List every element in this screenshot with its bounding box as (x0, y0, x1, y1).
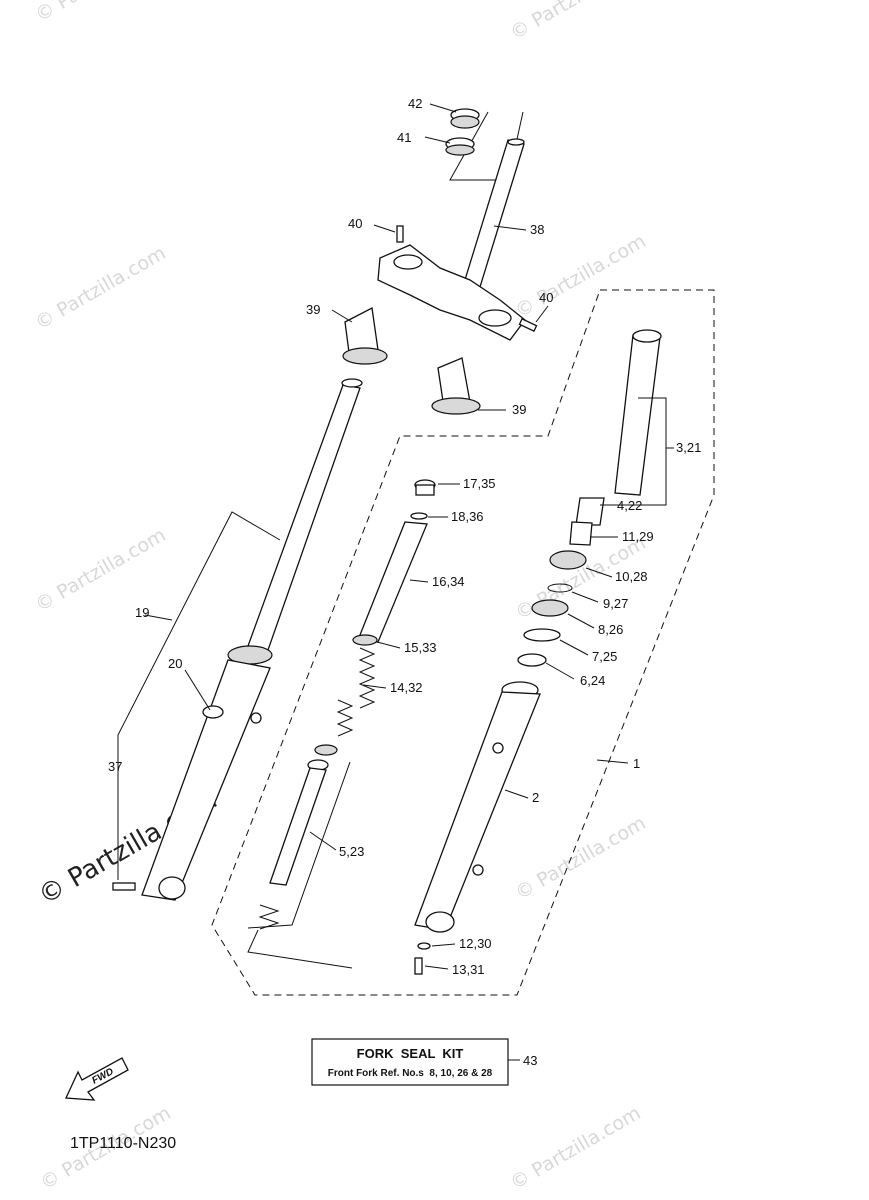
watermark: © Partzilla.com (507, 1102, 645, 1194)
watermark: © Partzilla.com (32, 242, 170, 334)
callout-39: 39 (512, 402, 526, 417)
callout-42: 42 (408, 96, 422, 111)
fwd-arrow-icon: FWD (65, 1057, 129, 1101)
kit-title: FORK SEAL KIT (357, 1046, 464, 1061)
callout-3-21: 3,21 (676, 440, 701, 455)
diagram-code: 1TP1110-N230 (70, 1135, 176, 1152)
watermark: © Partzilla.com (512, 812, 650, 904)
callout-37: 37 (108, 759, 122, 774)
callout-7-25: 7,25 (592, 649, 617, 664)
callout-41: 41 (397, 130, 411, 145)
callout-39: 39 (306, 302, 320, 317)
callout-43: 43 (523, 1053, 537, 1068)
callout-4-22: 4,22 (617, 498, 642, 513)
callout-17-35: 17,35 (463, 476, 496, 491)
callout-1: 1 (633, 756, 640, 771)
callout-40: 40 (348, 216, 362, 231)
callout-6-24: 6,24 (580, 673, 605, 688)
callout-13-31: 13,31 (452, 962, 485, 977)
watermark-layer: © Partzilla.com © Partzilla.com © Partzi… (32, 0, 650, 1194)
callout-20: 20 (168, 656, 182, 671)
leader-lines (117, 103, 715, 1061)
fork-seal-kit-box: FORK SEAL KIT Front Fork Ref. No.s 8, 10… (311, 1038, 537, 1086)
steering-assembly (342, 108, 538, 415)
callout-9-27: 9,27 (603, 596, 628, 611)
callout-5-23: 5,23 (339, 844, 364, 859)
callout-14-32: 14,32 (390, 680, 423, 695)
callout-40: 40 (539, 290, 553, 305)
watermark: © Partzilla.com (512, 230, 650, 322)
watermark: © Partzilla.com (32, 0, 170, 26)
callout-8-26: 8,26 (598, 622, 623, 637)
callout-19: 19 (135, 605, 149, 620)
callout-38: 38 (530, 222, 544, 237)
exploded-parts (258, 329, 662, 975)
callout-15-33: 15,33 (404, 640, 437, 655)
callout-11-29: 11,29 (622, 529, 654, 544)
assembled-fork (112, 378, 363, 901)
callout-10-28: 10,28 (615, 569, 648, 584)
watermark: © Partzilla.com (507, 0, 645, 44)
kit-subtitle: Front Fork Ref. No.s 8, 10, 26 & 28 (328, 1068, 493, 1079)
watermark: © Partzilla.com (32, 524, 170, 616)
callout-labels: 42 41 40 38 40 39 39 3,21 17,35 4,22 18,… (108, 96, 701, 977)
callout-18-36: 18,36 (451, 509, 484, 524)
callout-2: 2 (532, 790, 539, 805)
callout-12-30: 12,30 (459, 936, 492, 951)
callout-16-34: 16,34 (432, 574, 465, 589)
